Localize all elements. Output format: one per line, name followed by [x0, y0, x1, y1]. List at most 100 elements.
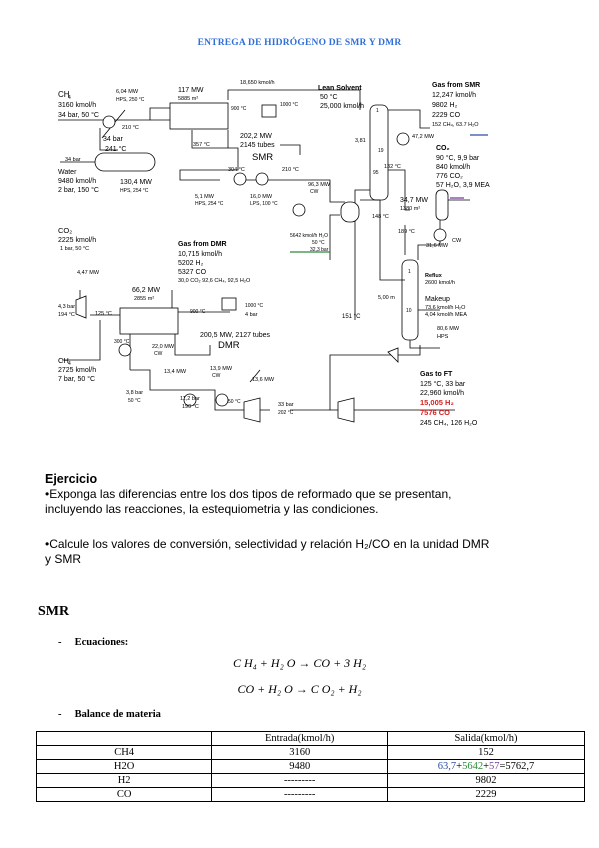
h2o-part-3: 57 — [489, 761, 500, 772]
gas-dmr-rest: 30,0 CO₂ 92,6 CH₄, 92,5 H₂O — [178, 278, 251, 284]
exercise-bullet-1-text: Exponga las diferencias entre los dos ti… — [45, 487, 452, 516]
drum-duty: 130,4 MW — [120, 179, 152, 186]
smr-feed-ch4: CH — [58, 90, 70, 99]
gas-smr-co: 2229 CO — [432, 112, 461, 119]
smr-t1000: 1000 °C — [280, 102, 299, 108]
stripper-n10: 10 — [406, 308, 412, 314]
col-n95: 95 — [373, 170, 379, 176]
dmr-area: 2855 m² — [134, 296, 154, 302]
cond-t189: 189 °C — [398, 229, 415, 235]
ecuaciones-text: Ecuaciones: — [74, 637, 129, 648]
water-out-l3: 32,3 bar — [310, 247, 329, 253]
cond-d316: 31,6 MW — [426, 243, 449, 249]
smr-recycle: 18,650 kmol/h — [240, 80, 275, 86]
dmr-co2-p43: 4,3 bar — [58, 304, 75, 310]
dmr-cw2: CW — [212, 373, 221, 379]
h2o-plus-2: + — [483, 761, 489, 772]
col-n1: 1 — [376, 108, 379, 114]
dmr-p33: 33 bar — [278, 402, 294, 408]
table-cell: 9480 — [211, 759, 389, 774]
co2-flow: 840 kmol/h — [436, 164, 470, 171]
dmr-p38: 3,8 bar — [126, 390, 143, 396]
smr-label: SMR — [252, 152, 273, 163]
dmr-t190: 190 °C — [182, 404, 199, 410]
co2-co2: 776 CO₂ — [436, 173, 463, 180]
dmr-cw: CW — [154, 351, 163, 357]
water-cond: 2 bar, 150 °C — [58, 186, 99, 194]
smr-duty2: 202,2 MW — [240, 133, 272, 140]
p34-t: 241 °C — [105, 145, 126, 153]
reflux-flow: 2600 kmol/h — [425, 280, 455, 286]
gas-dmr-name: Gas from DMR — [178, 241, 227, 248]
dmr-p4: 4 bar — [245, 312, 258, 318]
table-cell: H2 — [35, 773, 213, 788]
flow-lines — [58, 89, 470, 411]
hx1-t: 210 °C — [122, 125, 139, 131]
water-flow: 9480 kmol/h — [58, 178, 96, 185]
cond-cw: CW — [452, 238, 462, 244]
gas-ft-cond: 125 °C, 33 bar — [420, 380, 466, 388]
smr-d1s: HPS, 254 °C — [195, 201, 224, 207]
lean-flow: 25,000 kmol/h — [320, 103, 364, 110]
exercise-bullet-1: •Exponga las diferencias entre los dos t… — [45, 487, 452, 516]
table-cell: 63,7+5642+57=5762,7 — [387, 759, 585, 774]
smr-feed-ch4-sub: 4 — [68, 95, 71, 101]
smr-heading: SMR — [38, 604, 70, 619]
page-title: ENTREGA DE HIDRÓGENO DE SMR Y DMR — [197, 38, 402, 48]
makeup-l2: 4,04 kmol/h MEA — [425, 312, 467, 318]
table-row: CO --------- 2229 — [35, 787, 585, 802]
dmr-t1000: 1000 °C — [245, 303, 264, 309]
dmr-duty: 66,2 MW — [132, 287, 160, 294]
highlight-lines — [290, 134, 488, 253]
table-row: H2 --------- 9802 — [35, 773, 585, 788]
h2o-plus-1: + — [456, 761, 463, 772]
equation-2: CO + H₂ O → C O₂ + H₂ — [237, 682, 362, 696]
stripper-d806: 80,6 MW — [437, 326, 460, 332]
col-t347: 34,7 MW — [400, 197, 428, 204]
table-cell: 2229 — [387, 787, 585, 802]
smr-d1: 5,1 MW — [195, 194, 215, 200]
stripper-h: 5,00 m — [378, 295, 395, 301]
gas-ft-h2: 15,005 H₂ — [420, 398, 454, 407]
table-header-row: Entrada(kmol/h) Salida(kmol/h) — [35, 731, 585, 746]
water-out-l1: 5642 kmol/h H₂O — [290, 233, 328, 239]
water-out-l2: 50 °C — [312, 240, 325, 246]
table-cell: CH4 — [35, 745, 213, 760]
col-t148: 148 °C — [372, 214, 389, 220]
dmr-d220: 22,0 MW — [152, 344, 175, 350]
smr-area: 5885 m² — [178, 96, 198, 102]
table-cell: H2O — [35, 759, 213, 774]
p34-p: 34 bar — [103, 136, 124, 143]
gas-dmr-flow: 10,715 kmol/h — [178, 251, 222, 258]
gas-smr-rest: 152 CH₄, 63.7 H₂O — [432, 122, 479, 128]
exercise-bullet-2: •Calcule los valores de conversión, sele… — [45, 537, 490, 566]
dmr-p112: 11,2 bar — [180, 396, 200, 402]
stripper-hps: HPS — [437, 334, 449, 340]
smr-feed-cond: 34 bar, 50 °C — [58, 111, 99, 119]
gas-smr-name: Gas from SMR — [432, 82, 480, 89]
gas-ft-name: Gas to FT — [420, 371, 453, 378]
dmr-d134: 13,4 MW — [164, 369, 187, 375]
table-cell: --------- — [211, 787, 389, 802]
table-cell: CO — [35, 787, 213, 802]
dmr-co2-t194: 194 °C — [58, 312, 75, 318]
process-flow-diagram: CH 4 3160 kmol/h 34 bar, 50 °C 6,04 MW H… — [58, 80, 490, 427]
smr-feed-flow: 3160 kmol/h — [58, 102, 96, 109]
dmr-co2-name: CO₂ — [58, 226, 72, 235]
table-header-cell: Salida(kmol/h) — [387, 731, 585, 746]
drum-hps: HPS, 254 °C — [120, 188, 149, 194]
lean-name: Lean Solvent — [318, 85, 362, 92]
dmr-t300: 300 °C — [114, 339, 130, 345]
hx1-duty: 6,04 MW — [116, 89, 139, 95]
pump-p: 34 bar — [65, 157, 81, 163]
hx1-hps: HPS, 250 °C — [116, 97, 145, 103]
table-header-cell: Entrada(kmol/h) — [211, 731, 389, 746]
smr-d2: 16,0 MW — [250, 194, 273, 200]
balance-label: - Balance de materia — [58, 709, 161, 720]
table-row: H2O 9480 63,7+5642+57=5762,7 — [35, 759, 585, 774]
gas-smr-flow: 12,247 kmol/h — [432, 92, 476, 99]
water-name: Water — [58, 169, 77, 176]
co2-cond: 90 °C, 9,9 bar — [436, 154, 480, 162]
dmr-ch4-name: CH — [58, 356, 69, 365]
equation-1: C H₄ + H₂ O → CO + 3 H₂ — [232, 656, 367, 670]
